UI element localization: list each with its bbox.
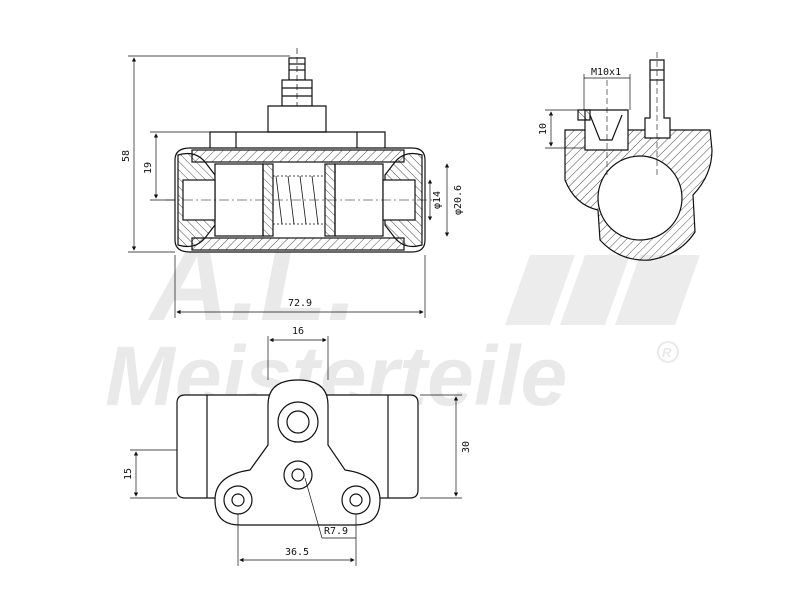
dim-hole-offset: 15 [123, 468, 134, 480]
dim-hole-spacing: 36.5 [285, 547, 309, 558]
dim-body-height: 19 [143, 162, 154, 174]
watermark-logo-bars [505, 255, 700, 325]
section-view-side [564, 52, 713, 261]
dim-flange-height: 30 [461, 441, 472, 453]
dims-plan [130, 336, 462, 566]
dim-overall-height: 58 [121, 150, 132, 162]
wall-bottom [191, 237, 405, 251]
wall-top [191, 149, 405, 163]
dim-bore-small: φ14 [432, 191, 443, 209]
dim-radius: R7.9 [324, 526, 348, 537]
dim-overall-length: 72.9 [288, 298, 312, 309]
side-nipple [644, 59, 671, 139]
section-view-main [165, 48, 440, 253]
bleed-nipple [281, 48, 313, 110]
plan-flange [214, 379, 381, 526]
dims-main [128, 55, 450, 318]
dim-boss-width: 16 [292, 326, 304, 337]
inlet-port [283, 460, 313, 490]
dims-side [545, 74, 631, 149]
dim-thread: M10x1 [591, 67, 621, 78]
port-recess [584, 109, 629, 151]
plan-boss-outer [277, 401, 319, 443]
plan-boss-inner [286, 410, 310, 434]
watermark-trademark-circle [657, 341, 679, 363]
dim-thread-depth: 10 [538, 123, 549, 135]
boss-outline [267, 105, 327, 133]
plan-view [176, 379, 419, 526]
bore-circle [597, 155, 683, 241]
watermark-trademark: R [662, 345, 672, 360]
dim-bore-large: φ20.6 [453, 185, 464, 215]
